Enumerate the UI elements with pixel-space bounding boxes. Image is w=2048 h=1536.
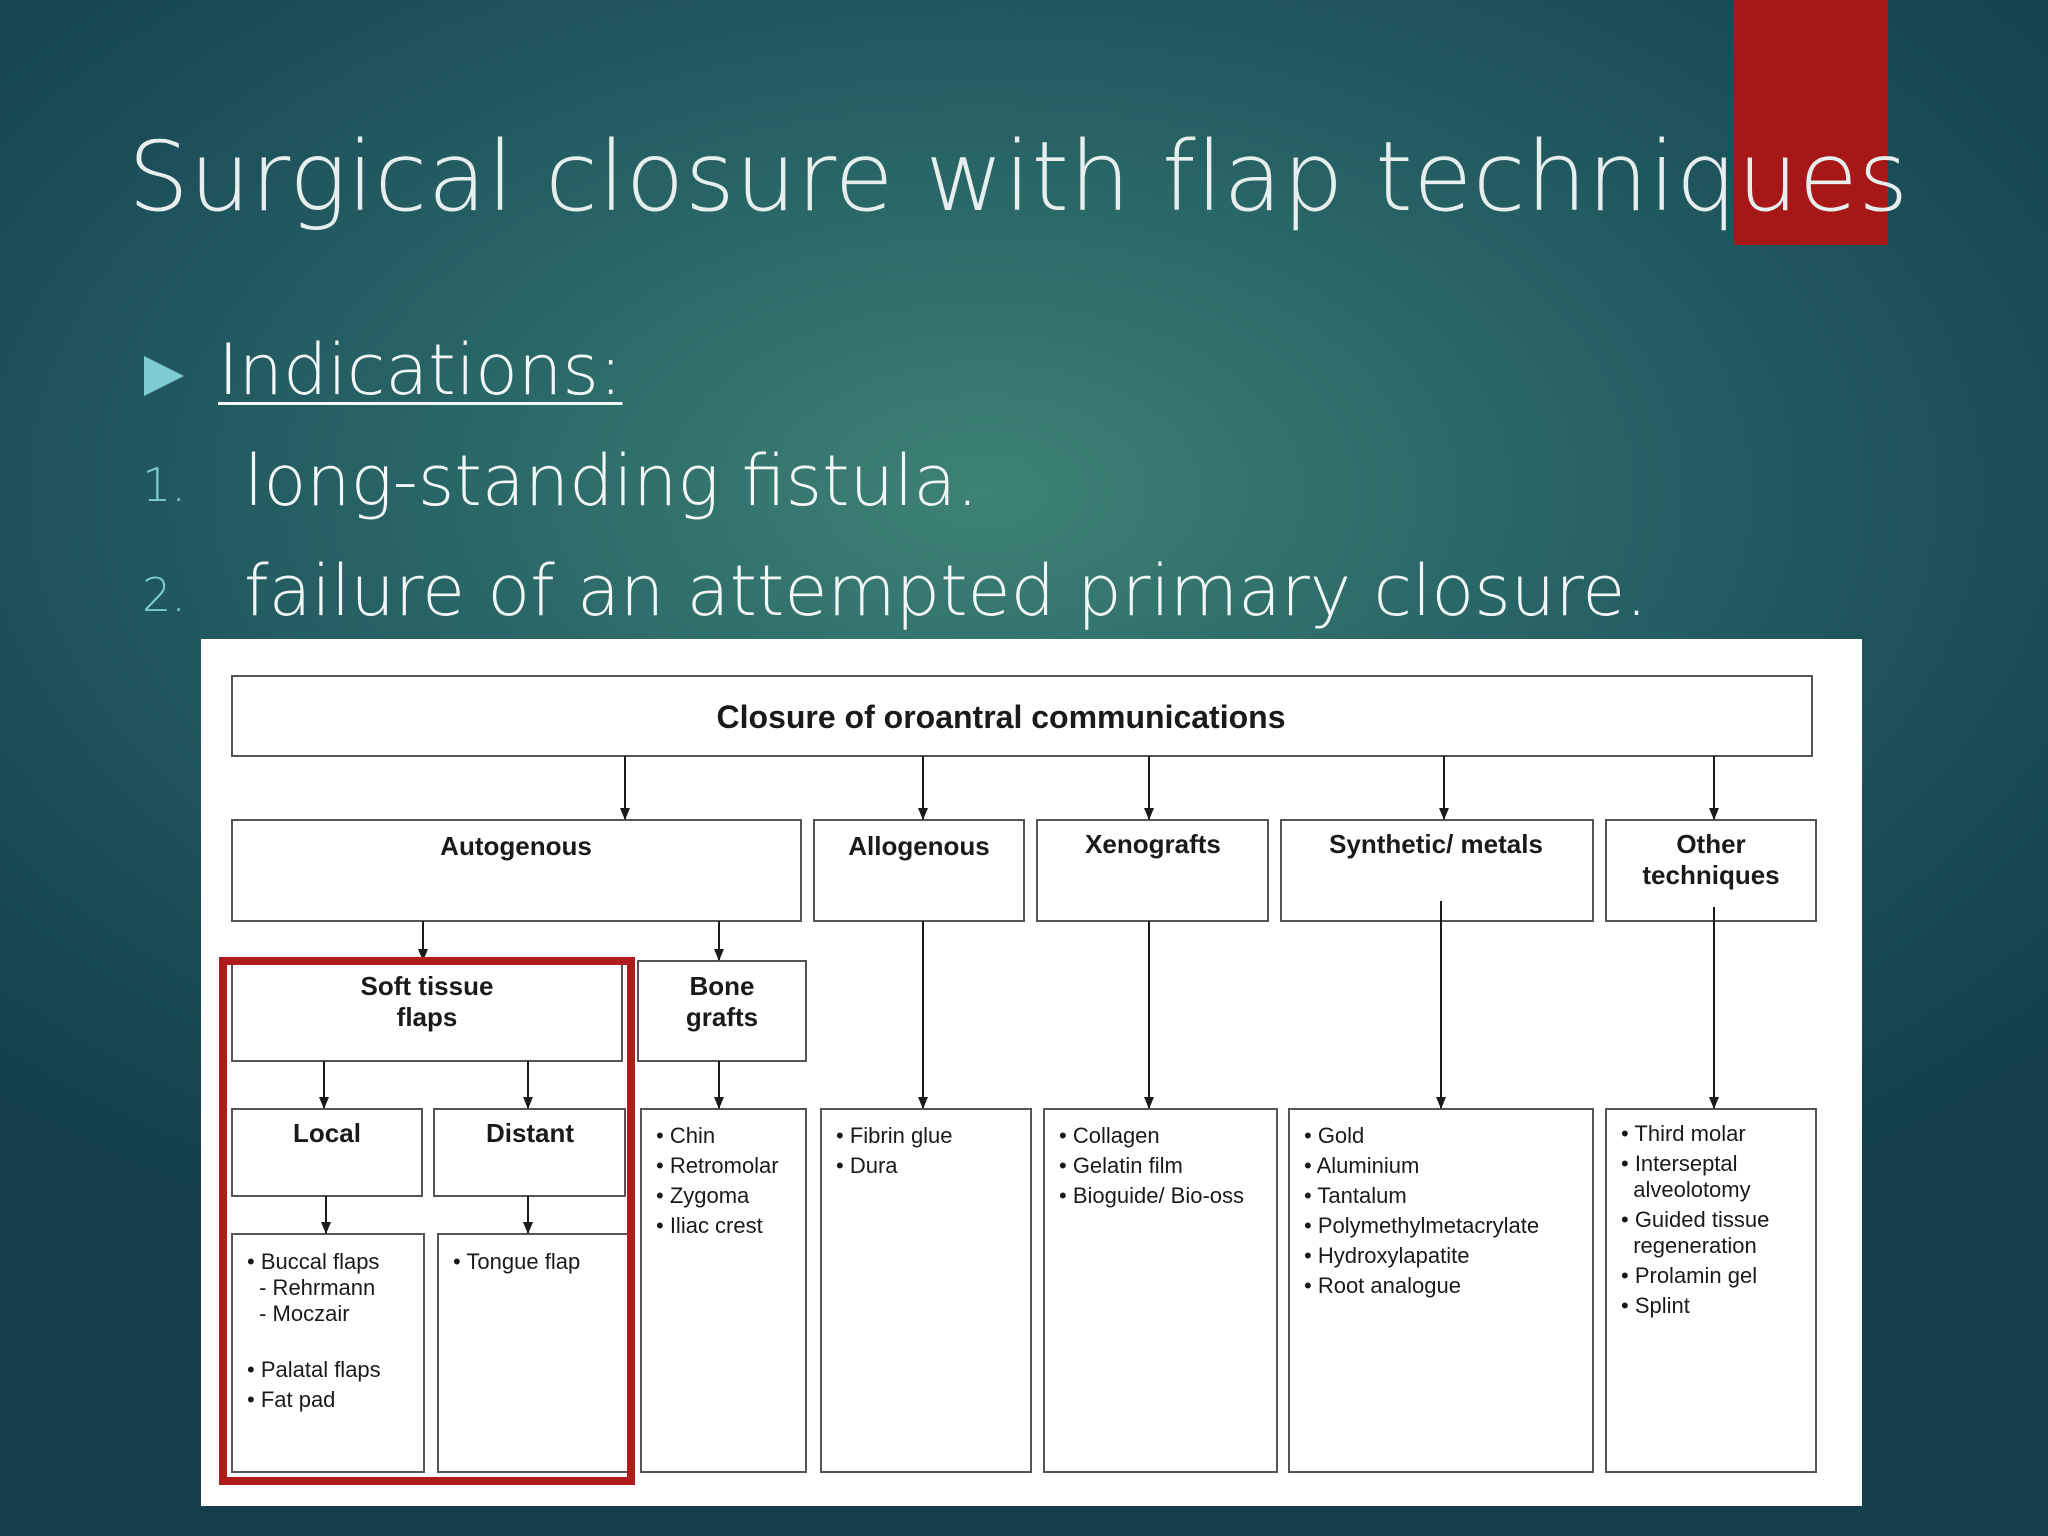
list-item: • Splint (1621, 1293, 1690, 1318)
list-item: • Guided tissue (1621, 1207, 1769, 1232)
connector-arrows (319, 756, 1719, 1234)
list-item: • Gold (1304, 1123, 1364, 1148)
list-item: • Tongue flap (453, 1249, 580, 1274)
allogenous-box (813, 819, 1025, 922)
root-box (231, 675, 1813, 757)
classification-diagram: Closure of oroantral communications Auto… (201, 639, 1862, 1506)
triangle-bullet-icon (144, 356, 184, 396)
list-item: • Buccal flaps (247, 1249, 379, 1274)
other-list-box (1605, 1108, 1817, 1473)
soft-tissue-label-line2: flaps (397, 1002, 458, 1032)
autogenous-box (231, 819, 802, 922)
synthetic-list-box (1288, 1108, 1594, 1473)
bone-items: • Chin • Retromolar • Zygoma • Iliac cre… (656, 1123, 779, 1238)
slide-title: Surgical closure with flap techniques (128, 121, 1909, 233)
indication-number: 1. (142, 458, 186, 512)
other-techniques-box (1605, 819, 1817, 922)
list-item: • Polymethylmetacrylate (1304, 1213, 1539, 1238)
synthetic-box (1280, 819, 1594, 922)
list-item: • Retromolar (656, 1153, 779, 1178)
synthetic-label: Synthetic/ metals (1329, 829, 1543, 859)
other-label-line1: Other (1676, 829, 1745, 859)
other-items: • Third molar • Interseptal alveolotomy … (1621, 1121, 1769, 1318)
indication-text: long-standing fistula. (244, 440, 979, 522)
list-item: • Hydroxylapatite (1304, 1243, 1469, 1268)
autogenous-label: Autogenous (440, 831, 592, 861)
xenografts-label: Xenografts (1085, 829, 1221, 859)
xenograft-items: • Collagen • Gelatin film • Bioguide/ Bi… (1059, 1123, 1244, 1208)
distant-box (433, 1108, 626, 1197)
local-items: • Buccal flaps - Rehrmann - Moczair • Pa… (247, 1249, 381, 1412)
local-label: Local (293, 1118, 361, 1148)
list-item: regeneration (1621, 1233, 1757, 1258)
distant-items: • Tongue flap (453, 1249, 580, 1274)
list-item: - Rehrmann (253, 1275, 375, 1300)
indication-text: failure of an attempted primary closure. (244, 550, 1648, 632)
list-item: • Root analogue (1304, 1273, 1461, 1298)
list-item: • Fat pad (247, 1387, 335, 1412)
allogenous-items: • Fibrin glue • Dura (836, 1123, 953, 1178)
accent-bar (1734, 0, 1888, 245)
bone-label-line1: Bone (690, 971, 755, 1001)
diagram-svg: Closure of oroantral communications Auto… (219, 675, 1817, 1485)
list-item: • Aluminium (1304, 1153, 1419, 1178)
list-item: • Zygoma (656, 1183, 750, 1208)
distant-label: Distant (486, 1118, 574, 1148)
list-item: alveolotomy (1621, 1177, 1751, 1202)
list-item: • Dura (836, 1153, 898, 1178)
list-item: • Palatal flaps (247, 1357, 381, 1382)
root-label: Closure of oroantral communications (717, 699, 1286, 735)
synthetic-items: • Gold • Aluminium • Tantalum • Polymeth… (1304, 1123, 1539, 1298)
list-item: • Collagen (1059, 1123, 1160, 1148)
local-list-box (231, 1233, 425, 1473)
xenograft-list-box (1043, 1108, 1278, 1473)
xenografts-box (1036, 819, 1269, 922)
other-label-line2: techniques (1642, 860, 1779, 890)
list-item: • Interseptal (1621, 1151, 1738, 1176)
bone-grafts-box (637, 960, 807, 1062)
list-item: • Iliac crest (656, 1213, 763, 1238)
indications-heading-text: Indications: (218, 329, 623, 411)
list-item: • Prolamin gel (1621, 1263, 1757, 1288)
bone-label-line2: grafts (686, 1002, 758, 1032)
allogenous-list-box (820, 1108, 1032, 1473)
list-item: • Chin (656, 1123, 715, 1148)
list-item: • Fibrin glue (836, 1123, 953, 1148)
list-item: • Bioguide/ Bio-oss (1059, 1183, 1244, 1208)
list-item: • Tantalum (1304, 1183, 1407, 1208)
soft-tissue-label-line1: Soft tissue (361, 971, 494, 1001)
list-item: • Third molar (1621, 1121, 1746, 1146)
highlight-frame (219, 957, 635, 1485)
list-item: - Moczair (253, 1301, 350, 1326)
list-item: • Gelatin film (1059, 1153, 1183, 1178)
allogenous-label: Allogenous (848, 831, 990, 861)
indication-number: 2. (142, 568, 186, 622)
bone-list-box (640, 1108, 807, 1473)
